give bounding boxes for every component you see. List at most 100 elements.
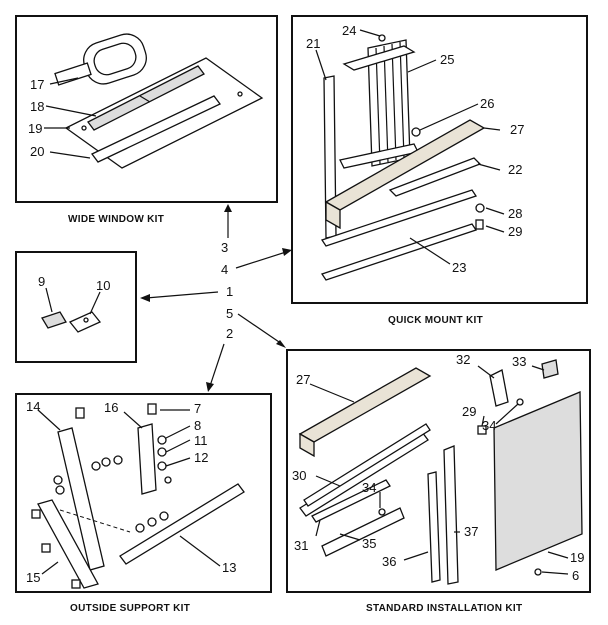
nut-part (157, 461, 167, 471)
callout-16: 16 (104, 400, 118, 415)
screw-part (516, 398, 524, 406)
side-strip-part (443, 445, 459, 585)
channel-part (87, 65, 205, 131)
callout-29b: 29 (462, 404, 476, 419)
callout-17: 17 (30, 77, 44, 92)
clip-part (41, 311, 67, 329)
nut-part (55, 485, 65, 495)
callout-7: 7 (194, 401, 201, 416)
washer-part (475, 203, 485, 213)
outside-support-kit-frame (15, 393, 272, 593)
cap-part (541, 359, 559, 379)
top-channel-part (342, 45, 416, 71)
callout-27: 27 (510, 122, 524, 137)
standard-installation-kit-frame (286, 349, 591, 593)
clip-parts-frame (15, 251, 137, 363)
screw-part (534, 568, 542, 576)
standard-installation-kit: 27 32 33 29 34 30 34 31 35 37 36 19 6 (286, 349, 591, 593)
nut-part (164, 476, 172, 484)
wood-block-end (325, 200, 341, 230)
bolt-part (75, 407, 85, 419)
bolt-part (71, 579, 81, 589)
callout-37: 37 (464, 524, 478, 539)
callout-19: 19 (28, 121, 42, 136)
callout-12: 12 (194, 450, 208, 465)
quick-mount-kit-caption: QUICK MOUNT KIT (388, 315, 483, 326)
callout-21: 21 (306, 36, 320, 51)
callout-35: 35 (362, 536, 376, 551)
callout-5: 5 (226, 306, 233, 321)
callout-33: 33 (512, 354, 526, 369)
sealing-strip-part (320, 189, 478, 247)
wide-window-kit: 17 18 19 20 (15, 15, 278, 203)
screw-part (411, 127, 421, 137)
callout-19b: 19 (570, 550, 584, 565)
callout-20: 20 (30, 144, 44, 159)
callout-24: 24 (342, 23, 356, 38)
callout-11: 11 (194, 433, 208, 448)
washer-part (101, 457, 111, 467)
callout-18: 18 (30, 99, 44, 114)
channel-lip (303, 423, 431, 507)
washer-part (91, 461, 101, 471)
side-strip-part (427, 471, 441, 583)
wide-window-kit-caption: WIDE WINDOW KIT (68, 214, 164, 225)
callout-2: 2 (226, 326, 233, 341)
screw-part (237, 91, 243, 97)
wood-block-end (299, 432, 315, 458)
clip-parts-kit: 9 10 (15, 251, 137, 363)
callout-14: 14 (26, 399, 40, 414)
sill-bracket-part (321, 507, 405, 557)
nut-part (135, 523, 145, 533)
callout-30: 30 (292, 468, 306, 483)
callout-3: 3 (221, 240, 228, 255)
washer-part (157, 447, 167, 457)
kit-index: 3 4 1 5 2 (140, 204, 292, 392)
support-rail-part (119, 483, 245, 565)
callout-13: 13 (222, 560, 236, 575)
hole (83, 317, 89, 323)
washer-part (157, 435, 167, 445)
channel-part (299, 431, 429, 517)
callout-9: 9 (38, 274, 45, 289)
support-brace-part (37, 499, 99, 589)
screw-part (378, 34, 386, 42)
rail-part (91, 95, 221, 163)
quick-mount-kit-frame (291, 15, 588, 304)
callout-36: 36 (382, 554, 396, 569)
callout-27b: 27 (296, 372, 310, 387)
washer-part (53, 475, 63, 485)
sealing-strip-part (311, 479, 391, 523)
callout-1: 1 (226, 284, 233, 299)
wide-window-kit-frame (15, 15, 278, 203)
callout-15: 15 (26, 570, 40, 585)
hanger-bracket-part (137, 423, 157, 495)
sealing-strip-part (320, 223, 478, 281)
corner-bracket-part (489, 369, 509, 407)
callout-34: 34 (482, 418, 496, 433)
screw-part (81, 125, 87, 131)
outside-support-kit: 14 16 7 8 11 12 13 15 (15, 393, 272, 593)
panel-part (493, 391, 583, 571)
bolt-part (31, 509, 41, 519)
callout-10: 10 (96, 278, 110, 293)
screw-part (475, 219, 484, 230)
callout-34b: 34 (362, 480, 376, 495)
nut-part (113, 455, 123, 465)
callout-32: 32 (456, 352, 470, 367)
outside-support-kit-caption: OUTSIDE SUPPORT KIT (70, 603, 190, 614)
bolt-part (41, 543, 51, 553)
bolt-part (147, 403, 157, 415)
callout-29: 29 (508, 224, 522, 239)
callout-26: 26 (480, 96, 494, 111)
nut-part (159, 511, 169, 521)
callout-23: 23 (452, 260, 466, 275)
callout-31: 31 (294, 538, 308, 553)
gasket-strip-part (54, 62, 92, 86)
standard-installation-kit-caption: STANDARD INSTALLATION KIT (366, 603, 522, 614)
quick-mount-kit: 21 24 25 26 27 22 28 29 23 (291, 15, 588, 304)
callout-4: 4 (221, 262, 228, 277)
gasket-loop-inner (93, 42, 137, 76)
callout-6: 6 (572, 568, 579, 583)
